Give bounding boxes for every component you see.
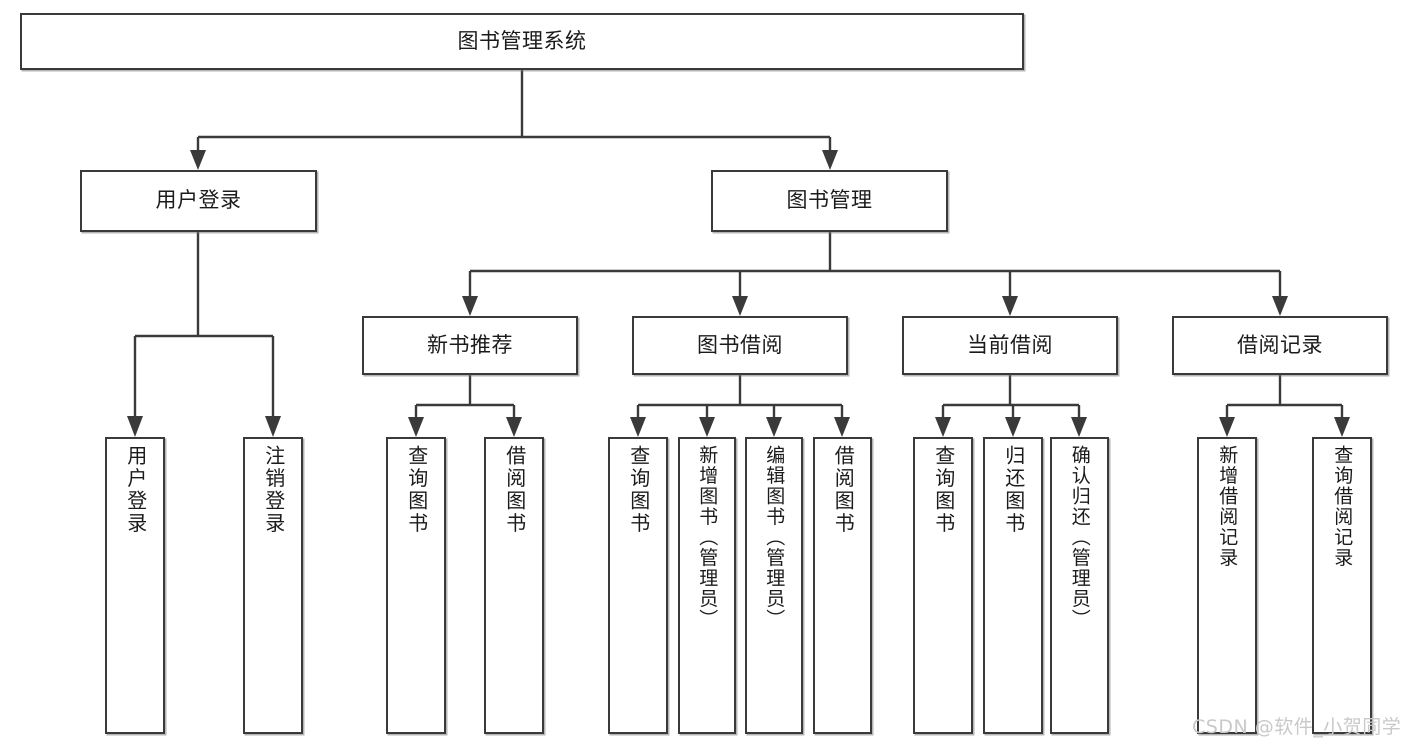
leaf-newbook-borrow-book-label: 借阅图书: [502, 445, 527, 535]
node-borrow-record-label: 借阅记录: [1237, 332, 1323, 357]
connector-user-to-leaves: [127, 232, 281, 437]
leaf-newbook-borrow-book[interactable]: 借阅图书: [484, 437, 544, 734]
leaf-record-add-label: 新增借阅记录: [1216, 445, 1239, 568]
node-book-borrow[interactable]: 图书借阅: [632, 316, 848, 375]
leaf-user-login[interactable]: 用户登录: [105, 437, 165, 734]
leaf-borrow-borrow-book[interactable]: 借阅图书: [813, 437, 872, 734]
node-user-login-module-label: 用户登录: [155, 188, 242, 213]
connector-newbook-to-leaves: [408, 375, 522, 437]
csdn-watermark: CSDN @软件_小贺同学: [1192, 716, 1402, 738]
leaf-user-logout-label: 注销登录: [261, 445, 286, 535]
leaf-borrow-edit-book-admin-label: 编辑图书（管理员）: [763, 445, 786, 630]
leaf-borrow-borrow-book-label: 借阅图书: [831, 445, 856, 535]
leaf-current-return-book-label: 归还图书: [1001, 445, 1026, 535]
leaf-borrow-query-book-label: 查询图书: [626, 445, 651, 535]
leaf-newbook-query-book-label: 查询图书: [404, 445, 429, 535]
node-book-management-module[interactable]: 图书管理: [711, 170, 948, 232]
node-new-book-recommend[interactable]: 新书推荐: [362, 316, 578, 375]
leaf-user-logout[interactable]: 注销登录: [243, 437, 303, 734]
node-book-borrow-label: 图书借阅: [697, 332, 783, 357]
leaf-current-query-book[interactable]: 查询图书: [913, 437, 973, 734]
leaf-record-query-label: 查询借阅记录: [1331, 445, 1354, 568]
node-book-management-module-label: 图书管理: [786, 188, 873, 213]
connector-record-to-leaves: [1219, 375, 1350, 437]
leaf-current-confirm-return-admin[interactable]: 确认归还（管理员）: [1050, 437, 1109, 734]
leaf-borrow-add-book-admin[interactable]: 新增图书（管理员）: [678, 437, 736, 734]
connector-current-to-leaves: [935, 375, 1087, 437]
leaf-borrow-add-book-admin-label: 新增图书（管理员）: [696, 445, 719, 630]
leaf-borrow-edit-book-admin[interactable]: 编辑图书（管理员）: [745, 437, 803, 734]
node-borrow-record[interactable]: 借阅记录: [1172, 316, 1388, 375]
connector-root-to-level2: [190, 70, 838, 170]
connector-book-to-level3: [462, 232, 1288, 316]
leaf-current-confirm-return-admin-label: 确认归还（管理员）: [1068, 445, 1091, 630]
node-root[interactable]: 图书管理系统: [20, 13, 1024, 70]
connector-borrow-to-leaves: [630, 375, 850, 437]
leaf-record-add[interactable]: 新增借阅记录: [1197, 437, 1257, 734]
leaf-user-login-label: 用户登录: [123, 445, 148, 535]
node-new-book-recommend-label: 新书推荐: [427, 332, 513, 357]
node-current-borrow[interactable]: 当前借阅: [902, 316, 1118, 375]
leaf-current-return-book[interactable]: 归还图书: [983, 437, 1043, 734]
node-root-label: 图书管理系统: [457, 28, 587, 53]
leaf-borrow-query-book[interactable]: 查询图书: [608, 437, 668, 734]
leaf-current-query-book-label: 查询图书: [931, 445, 956, 535]
leaf-record-query[interactable]: 查询借阅记录: [1312, 437, 1372, 734]
leaf-newbook-query-book[interactable]: 查询图书: [386, 437, 446, 734]
node-user-login-module[interactable]: 用户登录: [80, 170, 317, 232]
node-current-borrow-label: 当前借阅: [967, 332, 1053, 357]
